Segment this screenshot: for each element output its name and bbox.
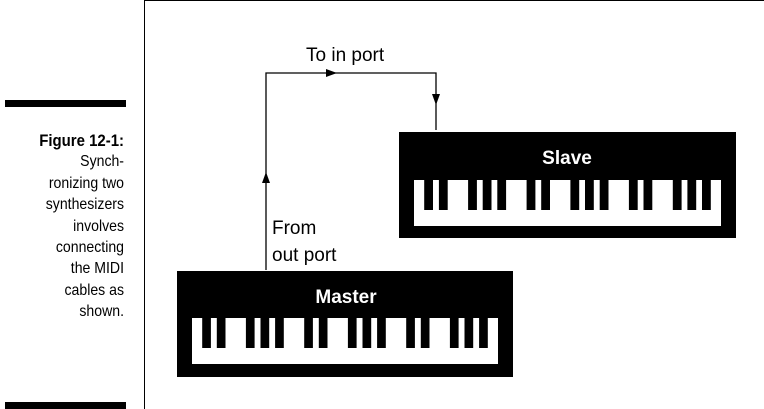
black-key [541, 180, 550, 210]
figure-frame-top [144, 0, 764, 1]
caption-line: the MIDI [70, 260, 124, 278]
slave-label: Slave [542, 148, 592, 169]
slave-keyboard: Slave [399, 132, 736, 238]
black-key [424, 180, 433, 210]
black-key [497, 180, 507, 210]
caption-top-bar [5, 100, 126, 107]
black-key [570, 180, 580, 210]
out-port-label: out port [272, 245, 337, 266]
black-key [468, 180, 477, 210]
black-key [202, 318, 211, 348]
black-key [479, 318, 488, 348]
caption-line: Synch- [80, 153, 124, 171]
black-key [449, 318, 459, 348]
black-key [585, 180, 594, 210]
caption-line: shown. [79, 303, 124, 321]
black-key [406, 318, 415, 348]
figure-caption: Figure 12-1: Synch- ronizing two synthes… [15, 130, 124, 323]
master-keyboard: Master [177, 271, 513, 377]
black-key [377, 318, 386, 348]
caption-line: involves [73, 217, 124, 235]
arrowhead-down-icon [432, 94, 440, 105]
black-key [275, 318, 284, 348]
black-key [347, 318, 357, 348]
black-key [318, 318, 328, 348]
black-key [643, 180, 653, 210]
figure-label: Figure 12-1: [39, 131, 124, 150]
caption-line: cables as [64, 281, 124, 299]
caption-line: connecting [55, 239, 124, 257]
arrowhead-right-icon [326, 69, 337, 77]
master-black-keys [202, 318, 488, 348]
from-label: From [272, 218, 316, 239]
master-label: Master [315, 287, 377, 308]
black-key [304, 318, 313, 348]
black-key [245, 318, 255, 348]
black-key [687, 180, 697, 210]
arrowhead-up-icon [262, 172, 270, 183]
black-key [599, 180, 609, 210]
black-key [420, 318, 430, 348]
caption-line: ronizing two [48, 174, 125, 192]
black-key [672, 180, 682, 210]
caption-line: synthesizers [45, 196, 124, 214]
slave-black-keys [424, 180, 711, 210]
black-key [260, 318, 270, 348]
black-key [628, 180, 638, 210]
figure-frame-left [144, 0, 145, 409]
black-key [464, 318, 474, 348]
to-in-port-label: To in port [306, 45, 385, 66]
caption-bottom-bar [5, 402, 126, 409]
black-key [216, 318, 226, 348]
black-key [702, 180, 711, 210]
black-key [482, 180, 492, 210]
black-key [526, 180, 536, 210]
black-key [438, 180, 448, 210]
black-key [362, 318, 372, 348]
